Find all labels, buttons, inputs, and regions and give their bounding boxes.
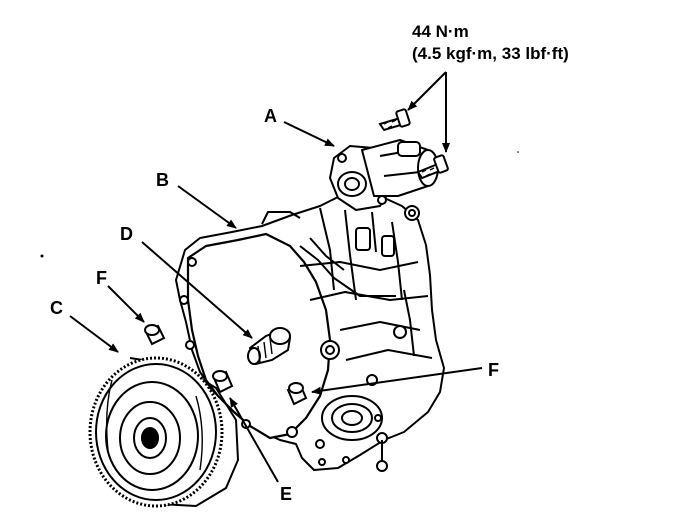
leader-lines — [69, 71, 483, 483]
dowel-pin-f-left — [144, 324, 166, 346]
callout-f-right: F — [488, 360, 499, 380]
callout-f-left: F — [96, 268, 107, 288]
leader-e — [229, 397, 279, 483]
starter-motor — [329, 139, 439, 211]
leader-a — [283, 121, 335, 147]
scan-speck — [40, 254, 44, 258]
upper-mount-bolt — [378, 108, 411, 132]
torque-spec-alt-units: (4.5 kgf·m, 33 lbf·ft) — [412, 44, 569, 63]
lower-mount-bolt — [416, 154, 449, 180]
drive-plate — [88, 356, 240, 508]
callout-b: B — [156, 170, 169, 190]
dowel-pin-e — [212, 370, 234, 394]
callout-d: D — [120, 224, 133, 244]
leader-c — [69, 315, 119, 353]
callout-a: A — [264, 106, 277, 126]
mainshaft — [247, 327, 292, 366]
leader-torque-upper — [407, 71, 447, 111]
torque-spec-value: 44 N·m — [412, 22, 469, 41]
leader-b — [177, 185, 237, 229]
leader-f-right — [311, 367, 483, 395]
callout-e: E — [280, 484, 292, 504]
scan-speck — [517, 151, 519, 153]
leader-f-left — [107, 285, 145, 323]
dowel-pin-f-right — [286, 382, 308, 406]
callout-c: C — [50, 298, 63, 318]
starter-mount-bolts — [378, 108, 449, 180]
leader-d — [141, 241, 253, 339]
